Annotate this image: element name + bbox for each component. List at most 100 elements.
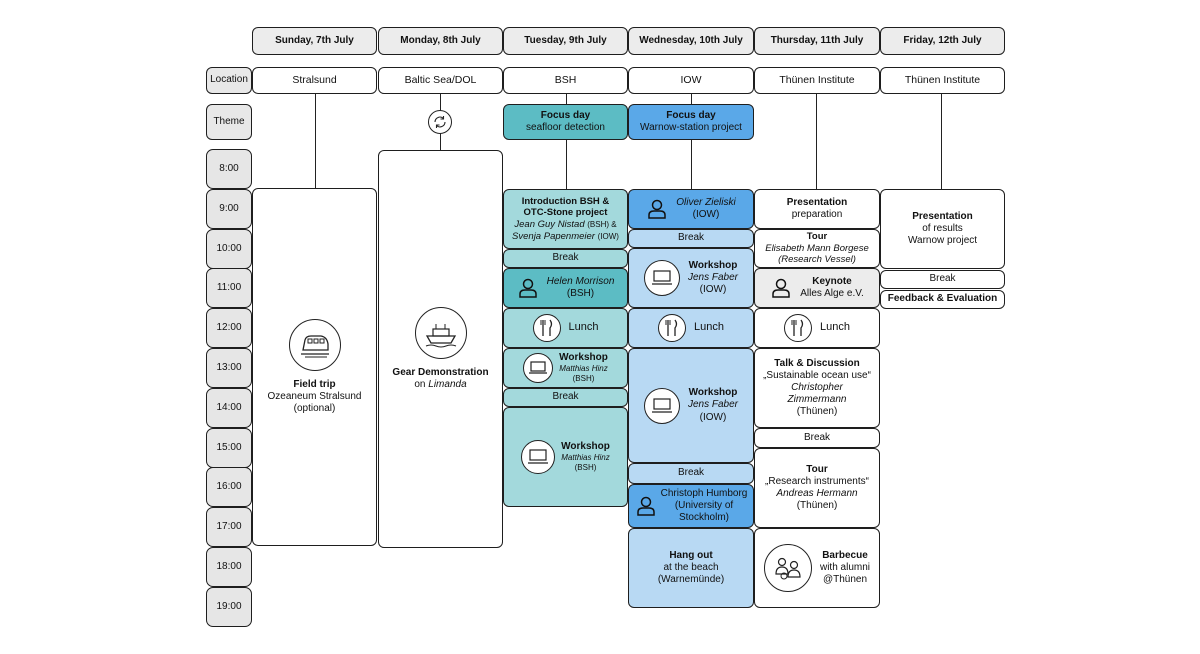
thursday-break: Break — [754, 428, 880, 448]
theme-wednesday-title: Focus day — [666, 109, 716, 121]
time-slot: 18:00 — [206, 547, 252, 587]
time-slot: 19:00 — [206, 586, 252, 627]
tuesday-lunch-label: Lunch — [568, 321, 599, 334]
wednesday-break-1: Break — [628, 229, 754, 248]
wednesday-talk-christoph: Christoph Humborg (University of Stockho… — [628, 484, 754, 528]
day-header-friday: Friday, 12th July — [880, 27, 1005, 55]
theme-label: Theme — [206, 104, 252, 140]
tue-ws1-title: Workshop — [559, 352, 608, 364]
tuesday-workshop-2: Workshop Matthias Hinz (BSH) — [503, 407, 628, 507]
thu-tour1-l1: Elisabeth Mann Borgese — [765, 242, 869, 254]
time-slot: 14:00 — [206, 387, 252, 428]
day-header-sunday: Sunday, 7th July — [252, 27, 377, 55]
person-icon — [518, 278, 537, 298]
cutlery-icon — [658, 314, 686, 342]
oliver-name: Oliver Zieliski — [676, 196, 736, 208]
location-label: Location — [206, 67, 252, 94]
location-friday: Thünen Institute — [880, 67, 1005, 94]
thu-tour2-org: (Thünen) — [796, 500, 838, 512]
tuesday-break-1: Break — [503, 249, 628, 268]
tue-ws2-name: Matthias Hinz — [561, 453, 610, 463]
wednesday-workshop-1: Workshop Jens Faber (IOW) — [628, 248, 754, 308]
thu-keynote-sub: Alles Alge e.V. — [800, 288, 864, 299]
laptop-icon — [643, 260, 680, 296]
tuesday-workshop-1: Workshop Matthias Hinz (BSH) — [503, 348, 628, 388]
theme-wednesday: Focus day Warnow-station project — [628, 104, 754, 140]
thu-tour2-name: Andreas Hermann — [776, 488, 858, 499]
monday-title: Gear Demonstration — [392, 366, 489, 378]
person-icon — [648, 199, 667, 219]
laptop-icon — [523, 353, 554, 383]
thu-talk-org: (Thünen) — [796, 406, 838, 418]
group-icon — [763, 544, 812, 592]
sunday-field-trip: Field trip Ozeaneum Stralsund (optional) — [252, 188, 377, 546]
cutlery-icon — [532, 314, 561, 342]
time-slot: 12:00 — [206, 308, 252, 349]
day-header-thursday: Thursday, 11th July — [754, 27, 880, 55]
connector-tue — [566, 94, 568, 189]
person-icon — [772, 278, 790, 298]
tue-ws1-org: (BSH) — [572, 374, 595, 384]
tue-ws2-org: (BSH) — [574, 463, 597, 473]
hang-title: Hang out — [669, 549, 713, 561]
christoph-org-1: (University of — [674, 499, 734, 511]
thu-bbq-title: Barbecue — [822, 549, 868, 561]
day-header-wednesday: Wednesday, 10th July — [628, 27, 754, 55]
wednesday-lunch: Lunch — [628, 308, 754, 348]
theme-tuesday: Focus day seafloor detection — [503, 104, 628, 140]
christoph-name: Christoph Humborg — [660, 487, 748, 499]
train-icon — [288, 318, 341, 371]
tuesday-talk-helen: Helen Morrison (BSH) — [503, 268, 628, 308]
thu-bbq-l1: with alumni — [819, 561, 871, 573]
theme-tuesday-title: Focus day — [540, 109, 591, 121]
intro-person-1: Jean Guy Nistad (BSH) & — [514, 219, 617, 230]
ship-icon — [414, 306, 467, 359]
time-slot: 8:00 — [206, 149, 252, 189]
wednesday-workshop-2: Workshop Jens Faber (IOW) — [628, 348, 754, 463]
laptop-icon — [521, 440, 556, 474]
connector-sun — [315, 94, 317, 188]
wed-ws2-title: Workshop — [688, 387, 738, 399]
day-header-tuesday: Tuesday, 9th July — [503, 27, 628, 55]
thursday-barbecue: Barbecue with alumni @Thünen — [754, 528, 880, 608]
thu-pres-sub: preparation — [791, 209, 843, 220]
time-slot: 15:00 — [206, 427, 252, 468]
tuesday-break-2: Break — [503, 388, 628, 407]
friday-presentation: Presentation of results Warnow project — [880, 189, 1005, 269]
intro-person-2: Svenja Papenmeier (IOW) — [512, 230, 619, 242]
helen-name: Helen Morrison — [546, 275, 615, 287]
thu-tour2-quote: „Research instruments“ — [765, 475, 869, 487]
day-header-monday: Monday, 8th July — [378, 27, 503, 55]
thu-pres-title: Presentation — [786, 196, 848, 208]
fri-pres-l1: of results — [922, 222, 963, 234]
thu-talk-quote: „Sustainable ocean use“ — [763, 369, 871, 381]
thursday-tour-vessel: Tour Elisabeth Mann Borgese (Research Ve… — [754, 229, 880, 268]
connector-thu — [816, 94, 818, 189]
monday-gear-demo: Gear Demonstration on Limanda — [378, 150, 503, 548]
location-wednesday: IOW — [628, 67, 754, 94]
location-tuesday: BSH — [503, 67, 628, 94]
thu-tour1-l2: (Research Vessel) — [778, 254, 856, 266]
connector-wed — [691, 94, 693, 189]
thursday-tour-instruments: Tour „Research instruments“ Andreas Herm… — [754, 448, 880, 528]
friday-break: Break — [880, 270, 1005, 289]
wed-ws1-name: Jens Faber — [687, 271, 739, 283]
theme-wednesday-sub: Warnow-station project — [640, 122, 742, 133]
intro-title-1: Introduction BSH & — [521, 195, 610, 207]
sunday-title: Field trip — [293, 378, 336, 390]
thu-tour2-title: Tour — [806, 463, 828, 475]
location-monday: Baltic Sea/DOL — [378, 67, 503, 94]
wednesday-break-2: Break — [628, 463, 754, 484]
friday-feedback: Feedback & Evaluation — [880, 290, 1005, 309]
time-slot: 9:00 — [206, 188, 252, 229]
sunday-line2: (optional) — [293, 403, 336, 415]
thursday-keynote: Keynote Alles Alge e.V. — [754, 268, 880, 308]
thu-talk-name2: Zimmermann — [787, 394, 847, 406]
wed-ws1-title: Workshop — [688, 259, 738, 271]
thu-talk-name1: Christopher — [791, 381, 843, 393]
theme-tuesday-sub: seafloor detection — [526, 122, 605, 133]
fri-pres-l2: Warnow project — [907, 235, 978, 247]
hang-line2: (Warnemünde) — [657, 574, 725, 586]
hang-line1: at the beach — [663, 561, 719, 573]
wed-ws1-org: (IOW) — [699, 284, 727, 296]
